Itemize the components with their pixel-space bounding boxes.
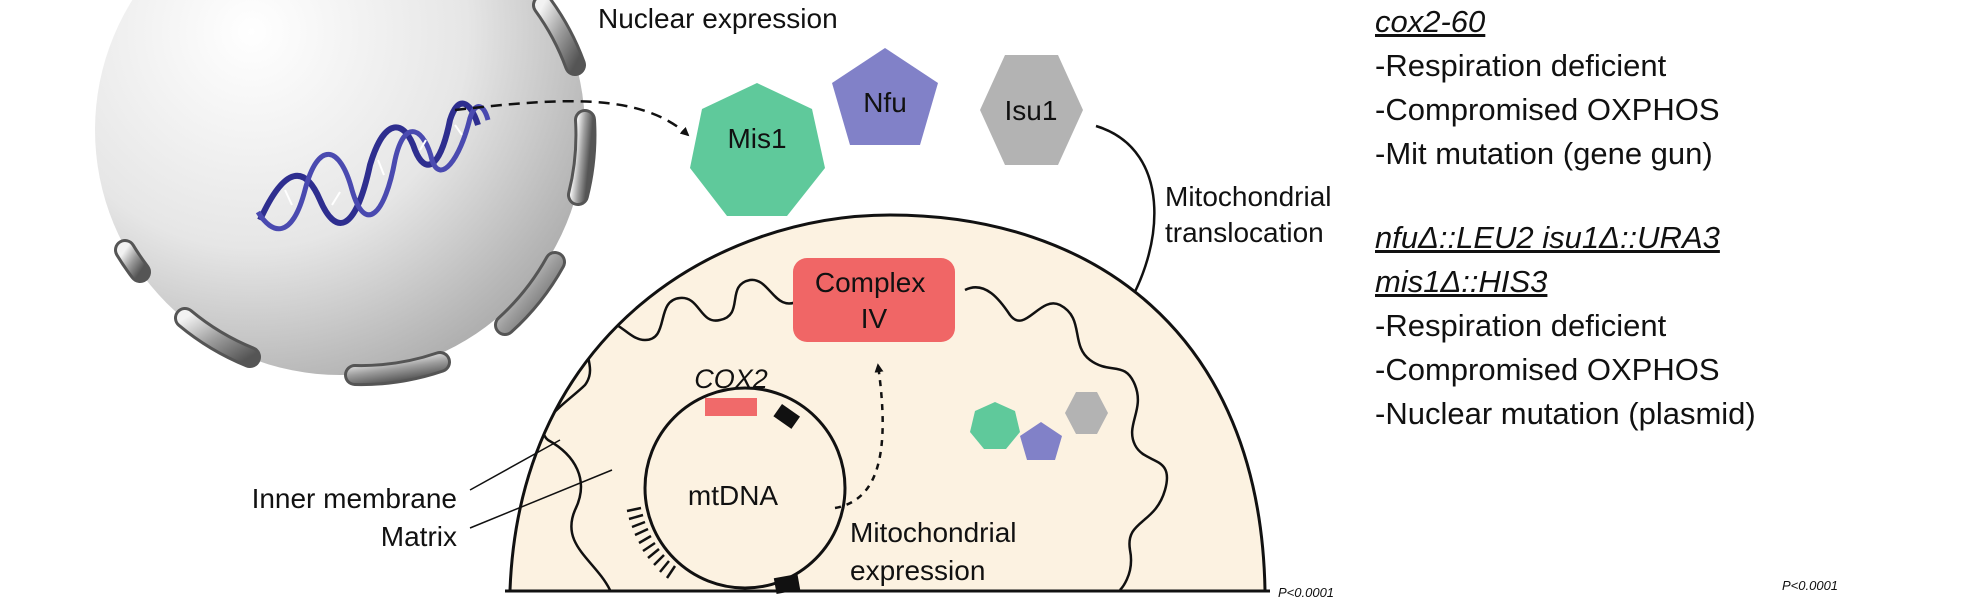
mis1-protein: Mis1 xyxy=(690,83,825,216)
strain-trait: -Nuclear mutation (plasmid) xyxy=(1375,396,1756,431)
strain-trait: -Compromised OXPHOS xyxy=(1375,92,1720,127)
nuclear-expression-label: Nuclear expression xyxy=(598,3,838,34)
mtdna-marker xyxy=(773,574,801,594)
imported-proteins xyxy=(970,392,1108,460)
mis1-label: Mis1 xyxy=(727,123,786,154)
strain-genotype: cox2-60 xyxy=(1375,4,1486,39)
strain-triple-deletion: nfuΔ::LEU2 isu1Δ::URA3 mis1Δ::HIS3 -Resp… xyxy=(1375,216,1935,436)
matrix-leader xyxy=(469,469,613,529)
nuclear-pores xyxy=(114,0,597,387)
mtdna-circle xyxy=(643,386,847,590)
complex-iv-box xyxy=(793,258,955,342)
mtdna-label: mtDNA xyxy=(688,480,779,511)
strain-genotype: nfuΔ::LEU2 isu1Δ::URA3 xyxy=(1375,220,1720,255)
p-value-right: P<0.0001 xyxy=(1782,578,1839,593)
complex-iv: Complex IV xyxy=(793,258,955,342)
mis1-heptagon xyxy=(690,83,825,216)
strain-trait: -Respiration deficient xyxy=(1375,308,1667,343)
strain-trait: -Respiration deficient xyxy=(1375,48,1667,83)
dna-helix-icon xyxy=(255,100,491,232)
complex-iv-label: Complex IV xyxy=(815,267,933,334)
p-value-left: P<0.0001 xyxy=(1278,585,1335,600)
nuclear-expression-arrow xyxy=(454,100,690,137)
isu1-label: Isu1 xyxy=(1005,95,1058,126)
cox2-gene xyxy=(705,398,757,416)
mitochondrion xyxy=(505,213,1270,593)
strain-panel: cox2-60 -Respiration deficient -Compromi… xyxy=(1375,0,1935,436)
inner-membrane-label: Inner membrane xyxy=(252,483,457,514)
nfu-label: Nfu xyxy=(863,87,907,118)
nfu-protein: Nfu xyxy=(832,48,938,145)
strain-trait: -Mit mutation (gene gun) xyxy=(1375,136,1713,171)
strain-trait: -Compromised OXPHOS xyxy=(1375,352,1720,387)
imported-isu1 xyxy=(1065,392,1108,434)
panel-spacer xyxy=(1375,176,1935,216)
nfu-pentagon xyxy=(832,48,938,145)
mitochondrial-expression-arrow xyxy=(834,363,884,510)
imported-mis1 xyxy=(970,402,1020,449)
strain-genotype: mis1Δ::HIS3 xyxy=(1375,264,1548,299)
mtdna-hatch xyxy=(626,506,677,579)
mitochondrial-translocation-label: Mitochondrial translocation xyxy=(1165,181,1339,248)
cox2-label: COX2 xyxy=(694,364,768,394)
isu1-protein: Isu1 xyxy=(980,55,1083,165)
mtdna-marker xyxy=(773,403,801,429)
strain-cox2-60: cox2-60 -Respiration deficient -Compromi… xyxy=(1375,0,1935,176)
inner-membrane-cristae xyxy=(542,278,1169,590)
mitochondrial-expression-label: Mitochondrial expression xyxy=(850,517,1024,586)
inner-membrane-leader xyxy=(469,439,561,491)
isu1-hexagon xyxy=(980,55,1083,165)
imported-nfu xyxy=(1020,422,1062,460)
mtdna: COX2 mtDNA xyxy=(626,364,847,594)
nucleus xyxy=(95,0,597,387)
matrix-label: Matrix xyxy=(381,521,457,552)
